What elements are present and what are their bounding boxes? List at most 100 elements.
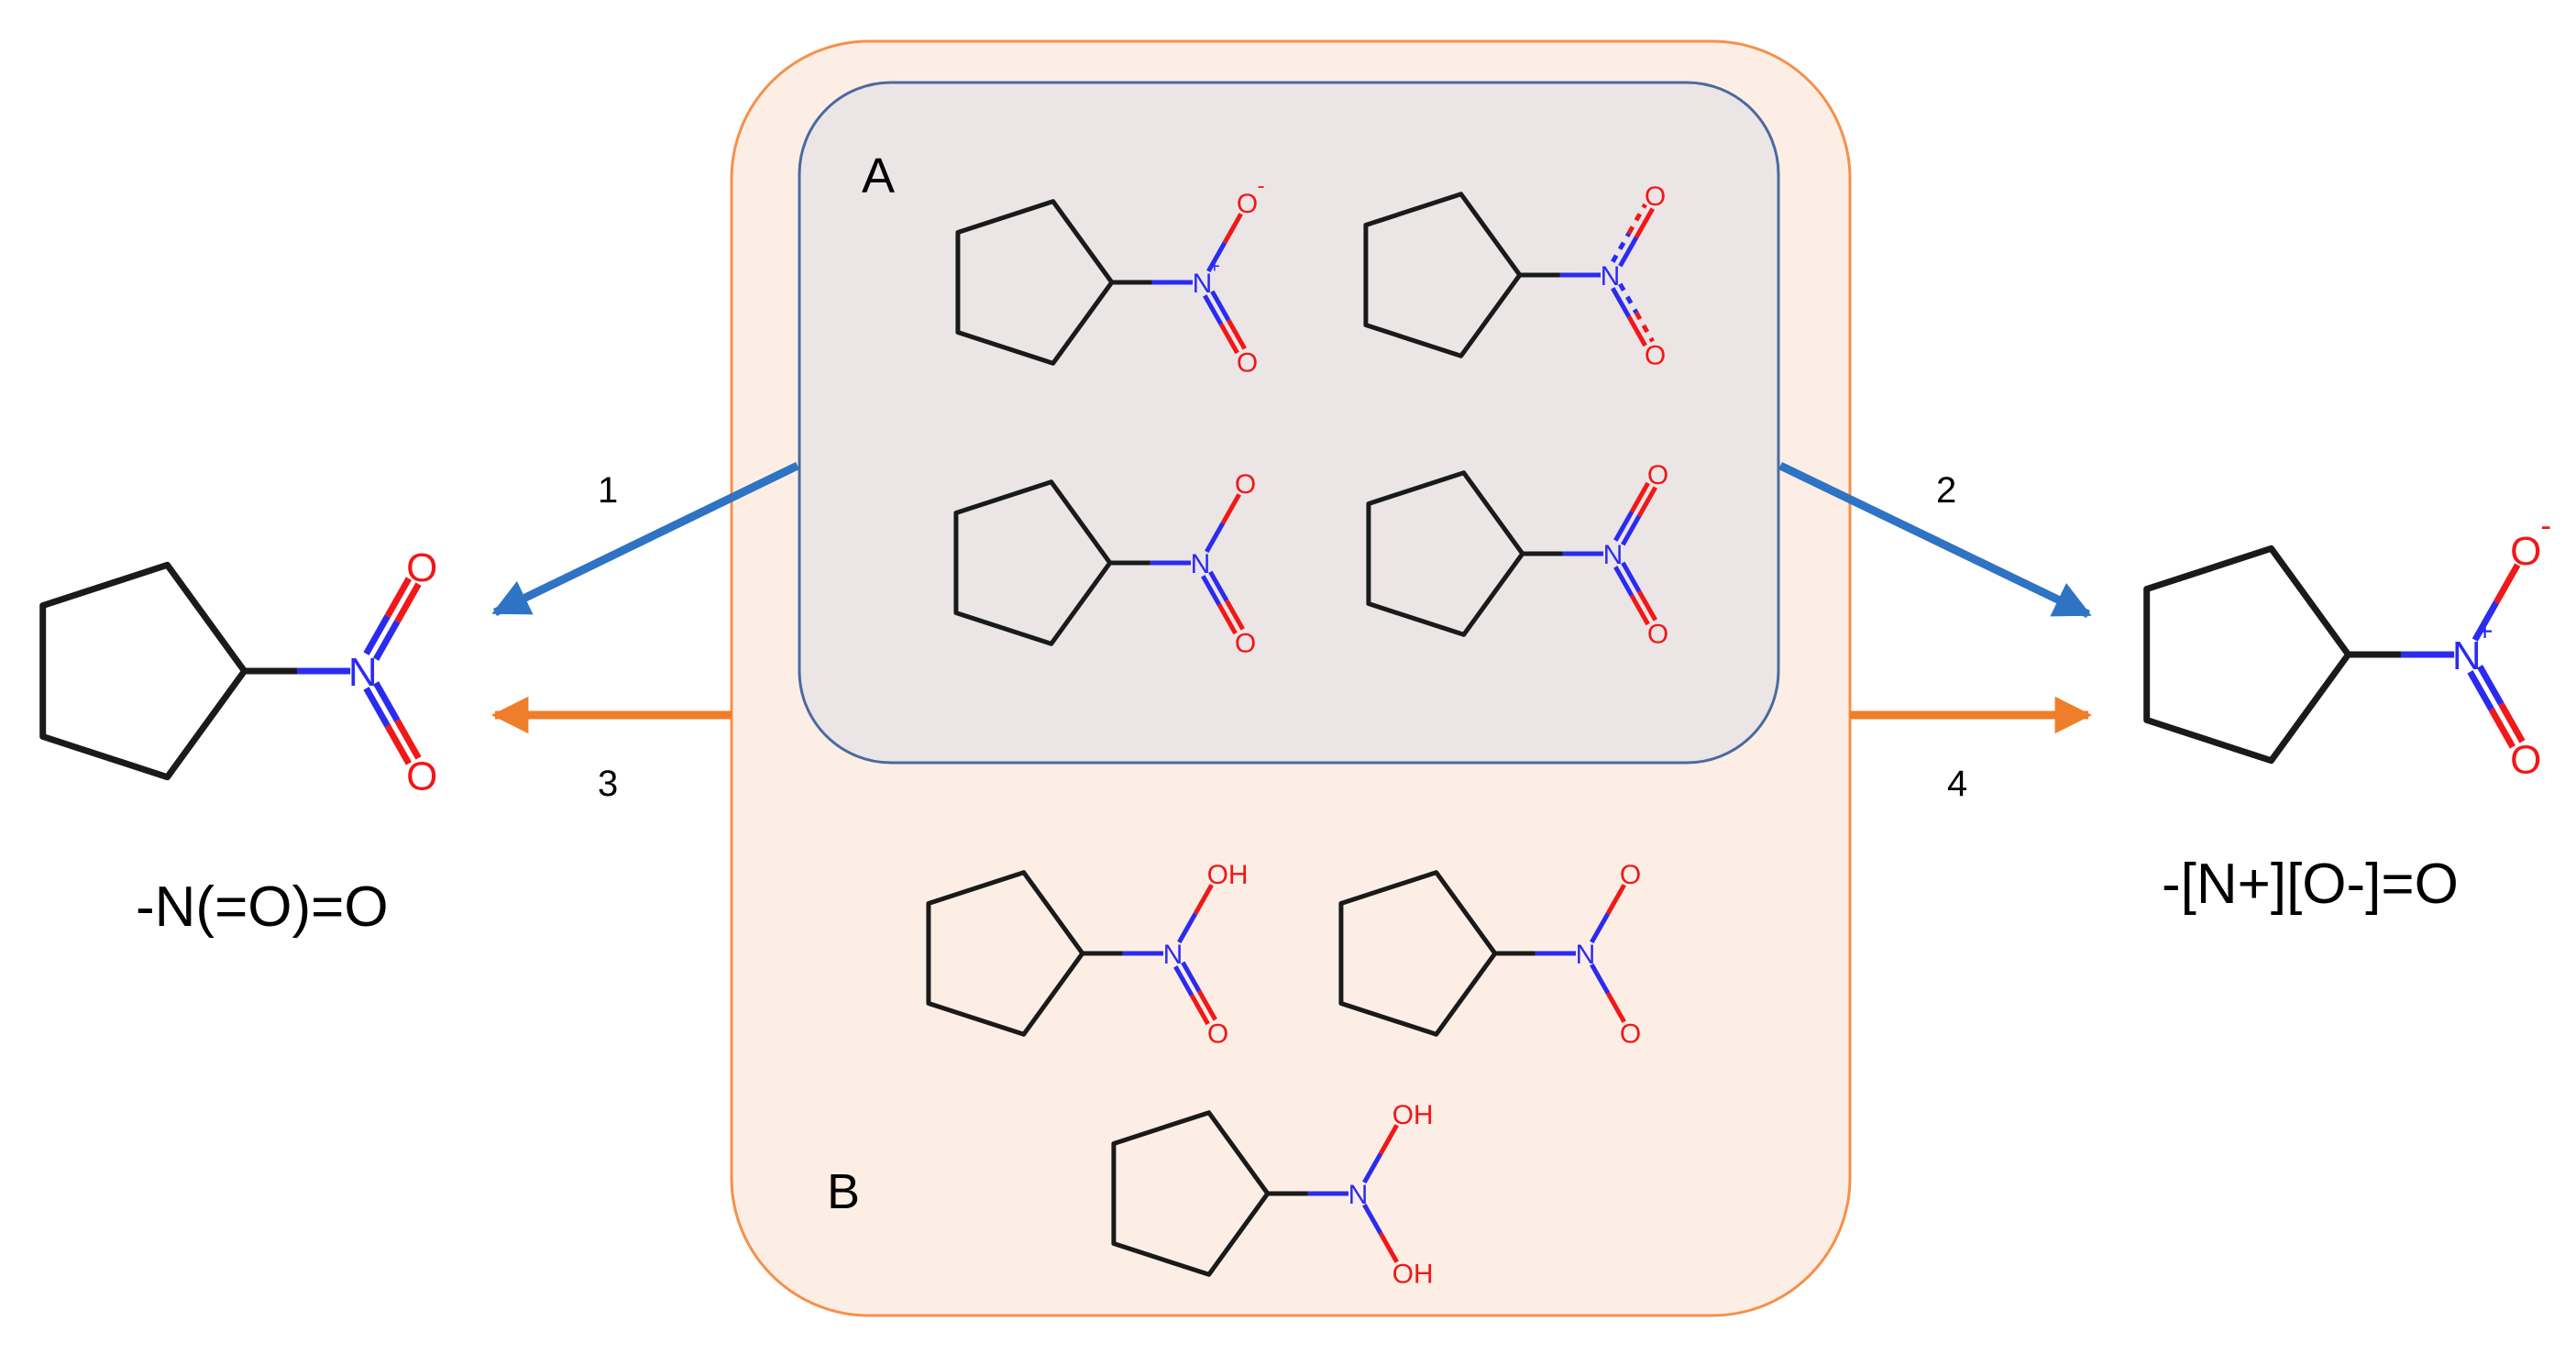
oxygen-charge: - xyxy=(1258,174,1265,199)
nitrogen-atom-label: N xyxy=(1576,940,1596,970)
n-o-bond xyxy=(1613,511,1635,542)
oxygen-atom-label: O xyxy=(1235,629,1256,659)
n-o-bond xyxy=(1634,311,1655,343)
n-o-bond xyxy=(1618,236,1639,268)
cyclopentane-ring xyxy=(1111,1110,1271,1277)
oxygen-atom-label: O xyxy=(1620,1019,1641,1050)
n-o-bond xyxy=(394,719,422,760)
cyclopentane-ring xyxy=(926,870,1085,1037)
n-o-bond xyxy=(373,681,401,722)
n-o-bond xyxy=(2471,600,2500,642)
cyclopentane-ring xyxy=(1338,870,1498,1037)
nitrogen-atom-label: N xyxy=(1163,940,1183,970)
n-o-bond xyxy=(1210,290,1231,322)
arrow-2-number: 2 xyxy=(1936,470,1956,511)
n-o-bond xyxy=(1216,603,1238,635)
n-o-bond xyxy=(1189,994,1210,1026)
n-o-bond xyxy=(1173,965,1194,996)
n-o-bond xyxy=(1181,961,1202,993)
panel-b-label: B xyxy=(827,1164,860,1219)
n-o-bond xyxy=(2493,563,2521,604)
arrow-2 xyxy=(1778,461,2092,619)
cyclopentane-ring xyxy=(2143,545,2352,765)
n-o-bond xyxy=(363,614,391,655)
oxygen-charge: - xyxy=(2540,508,2551,544)
n-o-bond xyxy=(384,577,413,618)
n-o-bond xyxy=(1362,1152,1383,1184)
oxygen-atom-label: O xyxy=(406,754,437,799)
oxygen-atom-label: O xyxy=(2510,738,2541,783)
n-o-bond xyxy=(1626,203,1647,235)
n-o-bond xyxy=(1634,207,1655,239)
n-o-bond xyxy=(1590,912,1611,944)
hydroxyl-label: OH xyxy=(1207,860,1249,890)
oxygen-atom-label: O xyxy=(406,545,437,590)
oxygen-atom-label: O xyxy=(1237,189,1258,219)
oxygen-atom-label: O xyxy=(1645,182,1666,212)
panel-a-label: A xyxy=(862,149,895,204)
nitrogen-atom-label: N xyxy=(1349,1180,1369,1210)
n-o-bond xyxy=(1613,566,1635,597)
oxygen-atom-label: O xyxy=(1647,620,1668,650)
nitrogen-atom-label: N xyxy=(1601,261,1621,292)
n-o-bond xyxy=(363,687,391,728)
panel-a-molecule-single-double: NOO xyxy=(953,469,1256,659)
n-o-bond xyxy=(1208,570,1229,602)
n-o-bond xyxy=(2467,670,2494,711)
cyclopentane-ring xyxy=(953,479,1113,646)
oxygen-atom-label: O xyxy=(1647,460,1668,490)
panel-b-molecule-single-single: N O O xyxy=(1338,860,1641,1050)
n-o-bond xyxy=(1224,599,1245,631)
hydroxyl-label: OH xyxy=(1393,1260,1434,1290)
panel-a-molecule-aromatic: N O O xyxy=(1363,182,1666,371)
n-o-bond xyxy=(1193,884,1214,915)
n-o-bond xyxy=(1618,282,1639,314)
oxygen-atom-label: O xyxy=(1620,860,1641,890)
n-o-bond xyxy=(1362,1203,1383,1235)
panel-b-molecule-hydroxy: N OH O xyxy=(926,860,1249,1050)
oxygen-atom-label: O xyxy=(1207,1019,1228,1050)
cyclopentane-ring xyxy=(955,199,1115,366)
n-o-bond xyxy=(1218,323,1239,355)
cyclopentane-ring xyxy=(1366,470,1525,637)
n-o-bond xyxy=(1203,294,1224,325)
n-o-bond xyxy=(1378,1232,1399,1263)
nitrogen-atom-label: N xyxy=(1603,540,1624,570)
n-o-bond xyxy=(394,582,422,623)
right-product-smiles: -[N+][O-]=O xyxy=(2162,853,2459,916)
n-o-bond xyxy=(1605,884,1626,915)
oxygen-atom-label: O xyxy=(1235,469,1256,500)
cyclopentane-ring xyxy=(1363,192,1523,358)
n-o-bond xyxy=(1629,481,1650,513)
n-o-bond xyxy=(1201,575,1222,606)
arrow-1 xyxy=(491,461,799,617)
arrow-4-number: 4 xyxy=(1947,764,1967,804)
left-product-smiles: -N(=O)=O xyxy=(136,875,389,939)
panel-a-molecule-double-double: N O O xyxy=(1366,460,1668,650)
n-o-bond xyxy=(1177,912,1198,944)
oxygen-atom-label: O xyxy=(2510,529,2541,574)
right-product-molecule: N+O-O xyxy=(2143,508,2551,783)
arrow-1-number: 1 xyxy=(598,470,618,511)
n-o-bond xyxy=(1222,213,1243,244)
n-o-bond xyxy=(1590,963,1611,995)
oxygen-atom-label: O xyxy=(1645,341,1666,371)
nitrogen-atom-label: N xyxy=(348,650,378,695)
n-o-bond xyxy=(1636,486,1657,518)
n-o-bond xyxy=(2477,665,2504,706)
n-o-bond xyxy=(1206,241,1227,273)
left-product-molecule: N O O xyxy=(39,545,437,799)
n-o-bond xyxy=(1378,1124,1399,1155)
n-o-bond xyxy=(1621,561,1642,593)
hydroxyl-label: OH xyxy=(1393,1100,1434,1130)
n-o-bond xyxy=(1605,992,1626,1023)
n-o-bond xyxy=(1611,287,1632,318)
n-o-bond xyxy=(2488,708,2516,749)
nitrogen-atom-label: N xyxy=(1193,269,1213,299)
n-o-bond xyxy=(1205,522,1226,554)
n-o-bond xyxy=(1621,514,1642,546)
n-o-bond xyxy=(1220,493,1241,524)
nitrogen-charge: + xyxy=(2477,615,2493,647)
n-o-bond xyxy=(1636,589,1657,622)
